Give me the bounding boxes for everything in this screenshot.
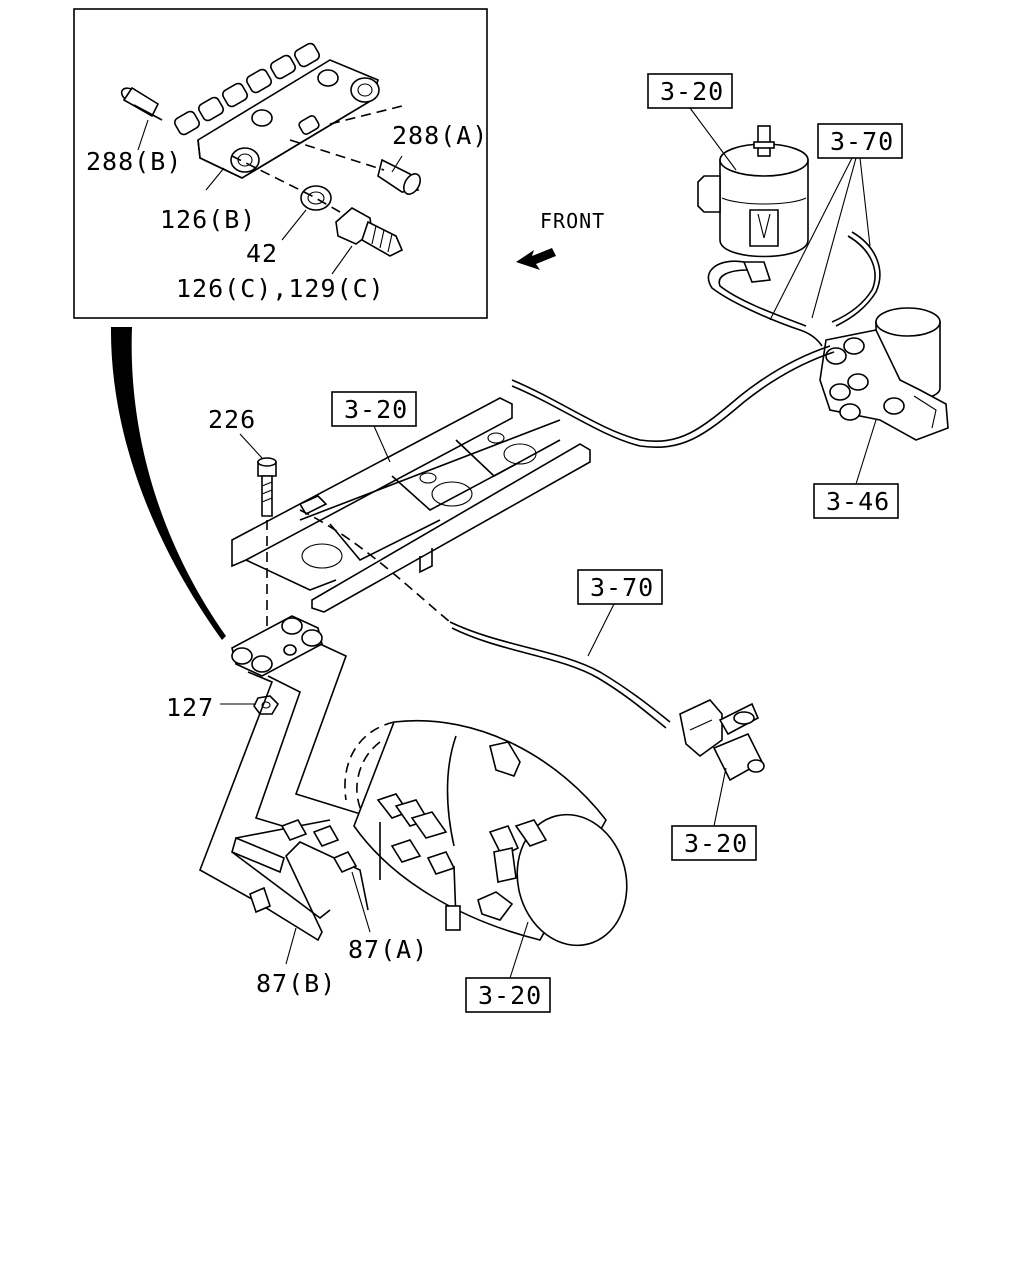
- inset-detail: 288(B) 288(A) 126(B) 42 126(C),129(C): [73, 8, 488, 319]
- ref-frame-label: 3-20: [344, 395, 408, 424]
- relay-valve: [679, 699, 765, 782]
- front-indicator: FRONT: [516, 209, 605, 270]
- bolt-226: [257, 457, 277, 660]
- label-127: 127: [166, 693, 214, 722]
- callout-226: 226: [208, 405, 263, 459]
- label-87a: 87(A): [348, 935, 428, 964]
- label-288b: 288(B): [86, 147, 182, 176]
- ref-pipes-top: 3-70: [769, 123, 903, 321]
- ref-dryer-tank: 3-20: [647, 73, 737, 171]
- callout-87b: 87(B): [256, 927, 336, 998]
- bolt-288b: [120, 86, 163, 121]
- inset-leader-arrow: [110, 327, 226, 640]
- pipes-87: [199, 643, 381, 942]
- ref-frame: 3-20: [331, 391, 417, 463]
- nut-127: [253, 695, 280, 715]
- bolt-288a: [377, 158, 421, 195]
- chassis-frame: [231, 397, 671, 729]
- connector-block-126b: [174, 42, 380, 179]
- label-126b: 126(B): [160, 205, 256, 234]
- label-126c-129c: 126(C),129(C): [176, 274, 385, 303]
- ref-pipe-mid-label: 3-70: [590, 573, 654, 602]
- fitting-126c: [335, 207, 404, 257]
- air-dryer-assembly: [819, 307, 949, 441]
- ref-valve: 3-20: [671, 767, 757, 861]
- callout-87a: 87(A): [348, 871, 428, 964]
- front-arrow-icon: [516, 248, 556, 270]
- valve-block: [231, 615, 323, 677]
- ref-pipes-top-label: 3-70: [830, 127, 894, 156]
- label-42: 42: [246, 239, 278, 268]
- ref-tank-label: 3-20: [478, 981, 542, 1010]
- dryer-tank-assembly: [697, 125, 809, 283]
- air-tank: [344, 719, 628, 947]
- callout-127: 127: [166, 693, 256, 722]
- ref-dryer: 3-46: [813, 419, 899, 519]
- ref-tank: 3-20: [465, 921, 551, 1013]
- label-87b: 87(B): [256, 969, 336, 998]
- ref-pipe-mid: 3-70: [577, 569, 663, 657]
- label-288a: 288(A): [392, 121, 488, 150]
- ref-dryer-label: 3-46: [826, 487, 890, 516]
- pipe-network-top: [511, 231, 881, 448]
- front-label: FRONT: [540, 209, 605, 233]
- ref-valve-label: 3-20: [684, 829, 748, 858]
- ref-dryer-tank-label: 3-20: [660, 77, 724, 106]
- inset-frame: [73, 8, 488, 319]
- washer-42: [300, 185, 332, 211]
- label-226: 226: [208, 405, 256, 434]
